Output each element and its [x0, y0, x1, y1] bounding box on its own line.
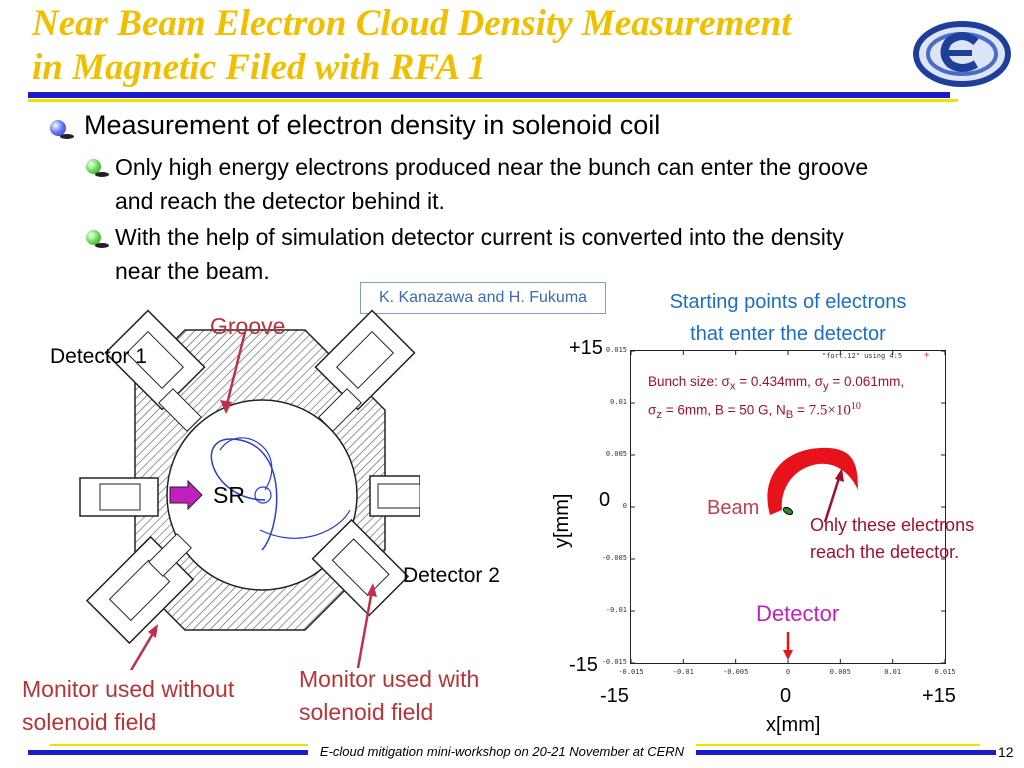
x-tick-label: -0.015	[618, 668, 644, 676]
x-axis-left: -15	[600, 685, 629, 707]
sr-arrow-icon	[169, 479, 203, 511]
bullet-icon	[86, 159, 101, 174]
title-line-2: in Magnetic Filed with RFA 1	[32, 47, 487, 88]
groove-arrow	[224, 331, 247, 409]
electron-trajectory	[210, 438, 278, 551]
monitor-with-label: Monitor used with solenoid field	[299, 663, 479, 729]
nb-value: 7.5×10	[808, 402, 851, 419]
x-tick-label: 0.015	[934, 668, 956, 676]
sigma-z-value: = 6mm, B = 50 G, N	[661, 402, 786, 418]
detector-2-assembly	[311, 518, 410, 617]
y-tick-label: -0.005	[601, 554, 627, 562]
title-line-1: Near Beam Electron Cloud Density Measure…	[32, 3, 792, 44]
beam-spot	[254, 486, 272, 504]
nb-eq: =	[793, 402, 809, 418]
x-axis-right: +15	[922, 685, 956, 707]
y-axis-bottom: -15	[569, 654, 598, 676]
bullet-shadow	[60, 134, 74, 139]
y-tick-label: 0.005	[605, 450, 627, 458]
detector-2-label: Detector 2	[403, 564, 500, 587]
sub-bullet-1-line-1: Only high energy electrons produced near…	[115, 154, 869, 180]
kek-logo-icon	[913, 21, 1011, 87]
bullet-shadow	[95, 172, 109, 177]
y-axis-label: y[mm]	[551, 493, 573, 548]
top-right-assembly	[314, 309, 416, 432]
chamber-diagram	[79, 309, 420, 670]
y-tick-label: -0.01	[605, 606, 627, 614]
x-tick-label: 0.01	[884, 668, 902, 676]
only-electrons-label: Only these electrons reach the detector.	[810, 512, 974, 566]
sigma-y-sub: y	[823, 380, 829, 393]
credit-box: K. Kanazawa and H. Fukuma	[360, 282, 606, 314]
monitor-with-arrow	[356, 589, 374, 669]
x-axis-label: x[mm]	[766, 714, 821, 736]
monitor-with-line-2: solenoid field	[299, 699, 434, 725]
sub-bullet-1-line-2: and reach the detector behind it.	[115, 188, 445, 214]
beam-label: Beam	[707, 497, 760, 519]
footer-rule-yellow-left	[50, 744, 308, 746]
x-tick-label: -0.005	[723, 668, 749, 676]
sigma-x-sub: x	[729, 380, 736, 393]
page-number: 12	[998, 744, 1014, 760]
monitor-without-arrow	[129, 629, 157, 670]
footer-text: E-cloud mitigation mini-workshop on 20-2…	[319, 744, 685, 759]
chamber-bore	[166, 399, 358, 591]
x-axis-zero: 0	[780, 685, 792, 707]
footer-rule-blue-right	[696, 750, 996, 755]
sr-label: SR	[213, 482, 245, 508]
sub-bullet-1: Only high energy electrons produced near…	[115, 150, 868, 218]
detector-label: Detector	[756, 601, 840, 626]
monitor-without-line-1: Monitor used without	[22, 676, 235, 702]
title-rule-yellow	[28, 99, 958, 102]
x-tick-label: 0.005	[829, 668, 851, 676]
electron-start-points	[767, 447, 858, 515]
bullet-icon	[86, 230, 101, 245]
y-tick-label: 0.01	[610, 398, 627, 406]
plot-legend: "fort.12" using 4:5	[822, 352, 903, 360]
sigma-z-sub: z	[656, 408, 662, 421]
beam-ellipse	[782, 506, 794, 516]
bunch-size-prefix: Bunch size:	[648, 374, 722, 389]
scatter-plot	[630, 350, 946, 664]
only-electrons-line-1: Only these electrons	[810, 515, 975, 535]
sigma-x: σ	[721, 374, 730, 389]
bunch-size-text: Bunch size: σx = 0.434mm, σy = 0.061mm, …	[648, 372, 904, 425]
monitor-without-line-2: solenoid field	[22, 709, 157, 735]
y-tick-label: -0.015	[601, 658, 627, 666]
x-tick-label: 0	[785, 668, 791, 676]
legend-marker: +	[924, 350, 930, 360]
plot-caption-line-2: that enter the detector	[690, 323, 886, 345]
plot-caption: Starting points of electrons that enter …	[640, 286, 936, 350]
title-rule-blue	[28, 92, 950, 98]
sigma-y-value: = 0.061mm,	[828, 374, 905, 389]
bullet-shadow	[95, 243, 109, 248]
only-electrons-arrow	[823, 474, 842, 523]
sub-bullet-2: With the help of simulation detector cur…	[115, 220, 844, 288]
only-electrons-line-2: reach the detector.	[810, 542, 960, 562]
monitor-without-assembly	[85, 533, 195, 645]
sigma-x-value: = 0.434mm,	[735, 374, 815, 389]
footer-rule-blue-left	[28, 750, 308, 755]
footer-rule-yellow-right	[696, 744, 980, 746]
bullet-icon	[50, 120, 66, 136]
y-axis-top: +15	[569, 337, 603, 359]
x-tick-label: -0.01	[672, 668, 694, 676]
sigma-z: σ	[648, 402, 657, 418]
y-axis-zero: 0	[599, 489, 611, 511]
slide-title: Near Beam Electron Cloud Density Measure…	[32, 2, 912, 90]
monitor-without-label: Monitor used without solenoid field	[22, 673, 234, 739]
sub-bullet-2-line-1: With the help of simulation detector cur…	[115, 224, 844, 250]
bullet-main: Measurement of electron density in solen…	[84, 110, 661, 140]
nb-sub: B	[785, 408, 794, 421]
y-tick-label: 0	[622, 502, 627, 510]
sigma-y: σ	[814, 374, 824, 389]
nb-exponent: 10	[850, 400, 861, 412]
plot-caption-line-1: Starting points of electrons	[669, 291, 907, 313]
detector-1-label: Detector 1	[50, 345, 147, 368]
detector-1-assembly	[104, 309, 206, 432]
sub-bullet-2-line-2: near the beam.	[115, 258, 270, 284]
y-tick-label: 0.015	[605, 346, 627, 354]
groove-label: Groove	[210, 313, 286, 339]
monitor-with-line-1: Monitor used with	[299, 666, 480, 692]
